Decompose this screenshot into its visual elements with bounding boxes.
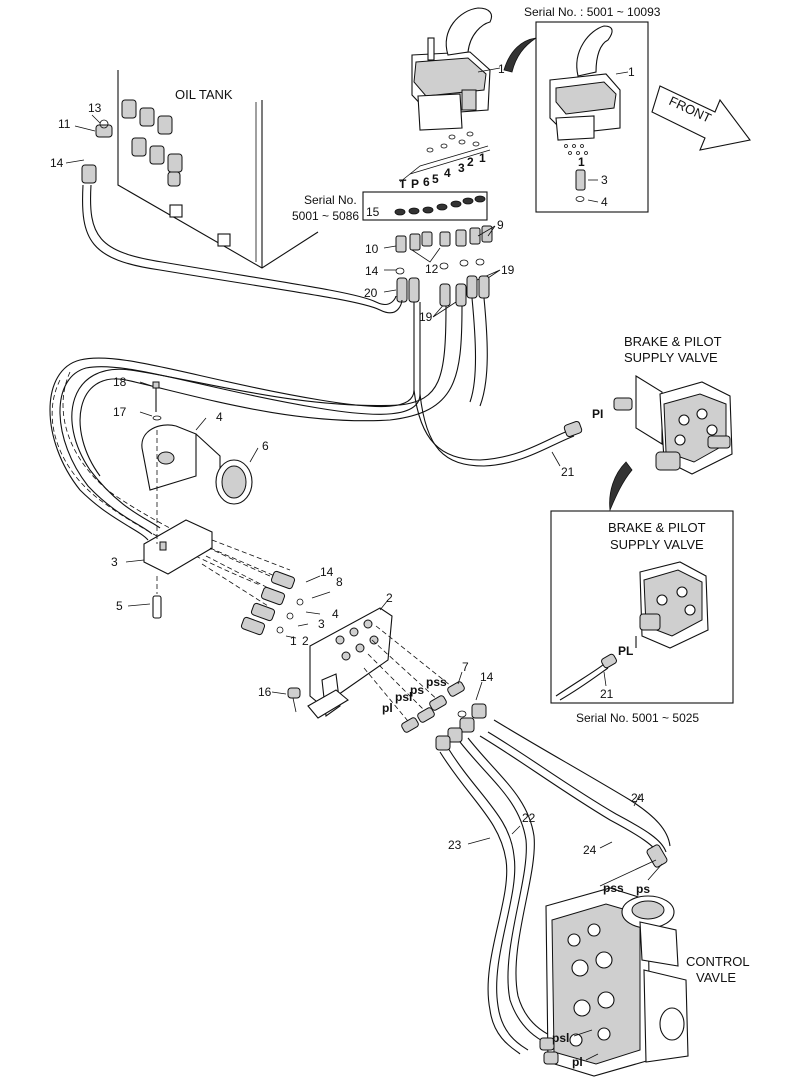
callout-3: 3 [111, 555, 118, 569]
callout-16: 16 [258, 685, 272, 699]
brake-title-1a: BRAKE & PILOT [624, 334, 722, 349]
callout-13: 13 [88, 101, 102, 115]
brake-title-1b: SUPPLY VALVE [624, 350, 718, 365]
callout-19b: 19 [419, 310, 433, 324]
callout-21: 21 [561, 465, 575, 479]
inset-port-PL-label: PL [618, 644, 633, 658]
callout-4b: 4 [601, 195, 608, 209]
callout-15: 15 [366, 205, 380, 219]
port-1-label: 1 [479, 151, 486, 165]
valve-port-psl: psl [552, 1031, 569, 1045]
joystick-fittings: 10 14 20 12 9 19 19 [364, 218, 515, 324]
valve-port-pl: pl [572, 1055, 583, 1069]
front-arrow: FRONT [651, 85, 751, 151]
callout-19a: 19 [501, 263, 515, 277]
inset-top-serial: Serial No. : 5001 ~ 10093 [524, 5, 661, 19]
valve-port-ps: ps [636, 882, 650, 896]
inset-port-1-label: 1 [578, 155, 585, 169]
valve-port-pss: pss [603, 881, 624, 895]
joystick-port-labels: T P 6 5 4 3 2 1 [399, 151, 486, 191]
plate-port-2: 2 [302, 634, 309, 648]
callout-9: 9 [497, 218, 504, 232]
plate-port-1: 1 [290, 634, 297, 648]
plate-port-4: 4 [332, 607, 339, 621]
joystick-port-orings [399, 131, 491, 183]
pilot-joystick-valve: 1 [411, 7, 505, 131]
plug-16: 16 [258, 685, 301, 713]
port-plate: 2 14 8 4 3 2 1 [201, 539, 393, 719]
callout-1b: 1 [628, 65, 635, 79]
plate-port-pl: pl [382, 701, 393, 715]
port-4-label: 4 [444, 166, 451, 180]
port-PI-label: PI [592, 407, 603, 421]
callout-1-joystick: 1 [498, 62, 505, 76]
callout-5: 5 [116, 599, 123, 613]
callout-22: 22 [522, 811, 536, 825]
callout-10: 10 [365, 242, 379, 256]
inset-bottom-serial: Serial No. 5001 ~ 5025 [576, 711, 699, 725]
callout-14d: 14 [480, 670, 494, 684]
brake-title-2b: SUPPLY VALVE [610, 537, 704, 552]
joystick-hose-ends [396, 275, 490, 307]
callout-6: 6 [262, 439, 269, 453]
callout-21b: 21 [600, 687, 614, 701]
callout-8: 8 [336, 575, 343, 589]
callout-17: 17 [113, 405, 127, 419]
brake-pilot-valve-right: BRAKE & PILOT SUPPLY VALVE [609, 334, 733, 512]
plate-fittings-right: pss ps psl pl 7 14 [363, 625, 494, 751]
callout-14b: 14 [365, 264, 379, 278]
plate-port-pss: pss [426, 675, 447, 689]
port-2-label: 2 [467, 155, 474, 169]
callout-4: 4 [216, 410, 223, 424]
callout-23: 23 [448, 838, 462, 852]
plate-port-3: 3 [318, 617, 325, 631]
oil-tank-title: OIL TANK [175, 87, 233, 102]
callout-20: 20 [364, 286, 378, 300]
callout-24a: 24 [631, 791, 645, 805]
serial-label-b: 5001 ~ 5086 [292, 209, 359, 223]
control-valve-title-a: CONTROL [686, 954, 750, 969]
plate-port-psl: psl [395, 690, 412, 704]
clamp-and-pin: 3 5 [111, 430, 213, 619]
tank-fittings: 13 11 14 [50, 101, 113, 184]
inset-serial-10093: Serial No. : 5001 ~ 10093 1 1 3 4 [503, 5, 661, 213]
inset-brake-pilot-5025: BRAKE & PILOT SUPPLY VALVE PL 21 Serial … [550, 510, 734, 725]
bracket-assembly: 18 17 4 6 [113, 375, 269, 505]
callout-14c: 14 [320, 565, 334, 579]
port-P-label: P [411, 177, 419, 191]
port-3-label: 3 [458, 161, 465, 175]
callout-11: 11 [58, 117, 71, 131]
port-6-label: 6 [423, 175, 430, 189]
plate-port-ps: ps [410, 683, 424, 697]
port-T-label: T [399, 177, 407, 191]
callout-2: 2 [386, 591, 393, 605]
hoses: 21 PI 24 24 22 23 [49, 184, 671, 1055]
oil-tank: OIL TANK [117, 70, 319, 269]
brake-title-2a: BRAKE & PILOT [608, 520, 706, 535]
callout-18: 18 [113, 375, 127, 389]
callout-3b: 3 [601, 173, 608, 187]
callout-24b: 24 [583, 843, 597, 857]
serial-label-a: Serial No. [304, 193, 357, 207]
control-valve: CONTROL VAVLE pss ps psl pl [539, 859, 750, 1077]
callout-14a: 14 [50, 156, 64, 170]
serial-box-5001-5086: Serial No. 5001 ~ 5086 15 [292, 191, 488, 223]
callout-12: 12 [425, 262, 439, 276]
port-5-label: 5 [432, 172, 439, 186]
callout-7: 7 [462, 660, 469, 674]
control-valve-title-b: VAVLE [696, 970, 736, 985]
